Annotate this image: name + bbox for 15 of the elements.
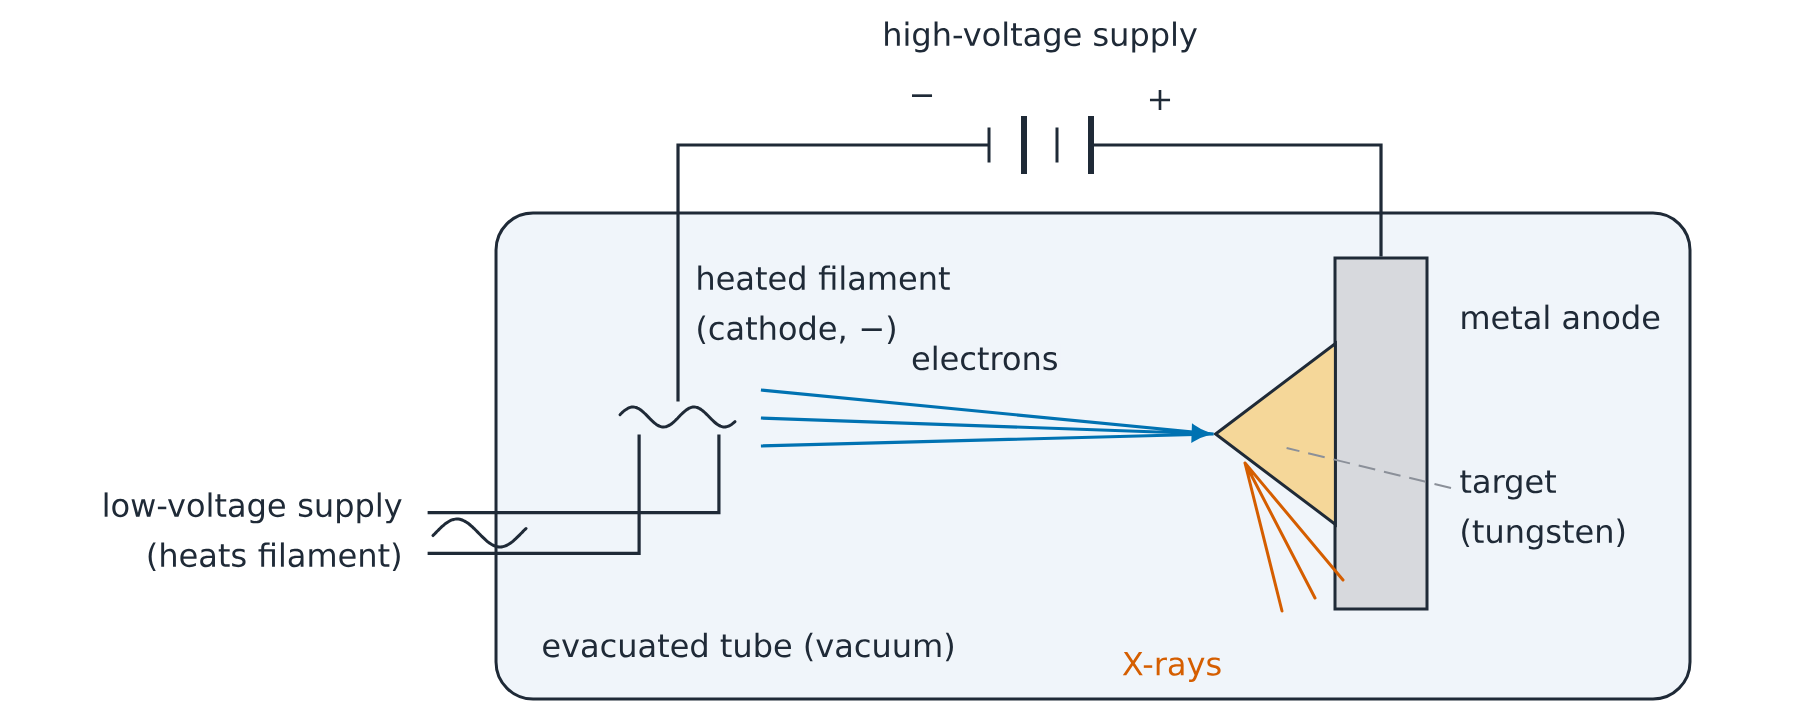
anode-label: metal anode bbox=[1462, 304, 1660, 330]
x-ray-label: X-rays bbox=[1122, 652, 1221, 682]
edge-label: electrons bbox=[909, 343, 1061, 373]
polarity-sign: + bbox=[1150, 90, 1171, 111]
electron-beam-arrow bbox=[759, 388, 1216, 448]
wire bbox=[1091, 143, 1383, 257]
wire bbox=[427, 434, 641, 555]
filament-label: heated filament (cathode, −) bbox=[698, 265, 950, 344]
wire bbox=[427, 434, 721, 515]
wire bbox=[676, 143, 989, 402]
target-label: target (tungsten) bbox=[1460, 470, 1625, 550]
supply-label: low-voltage supply (heats filament) bbox=[104, 492, 402, 571]
leader-line bbox=[1285, 447, 1452, 489]
supply-label: high-voltage supply bbox=[885, 21, 1197, 53]
polarity-sign: − bbox=[912, 94, 933, 97]
